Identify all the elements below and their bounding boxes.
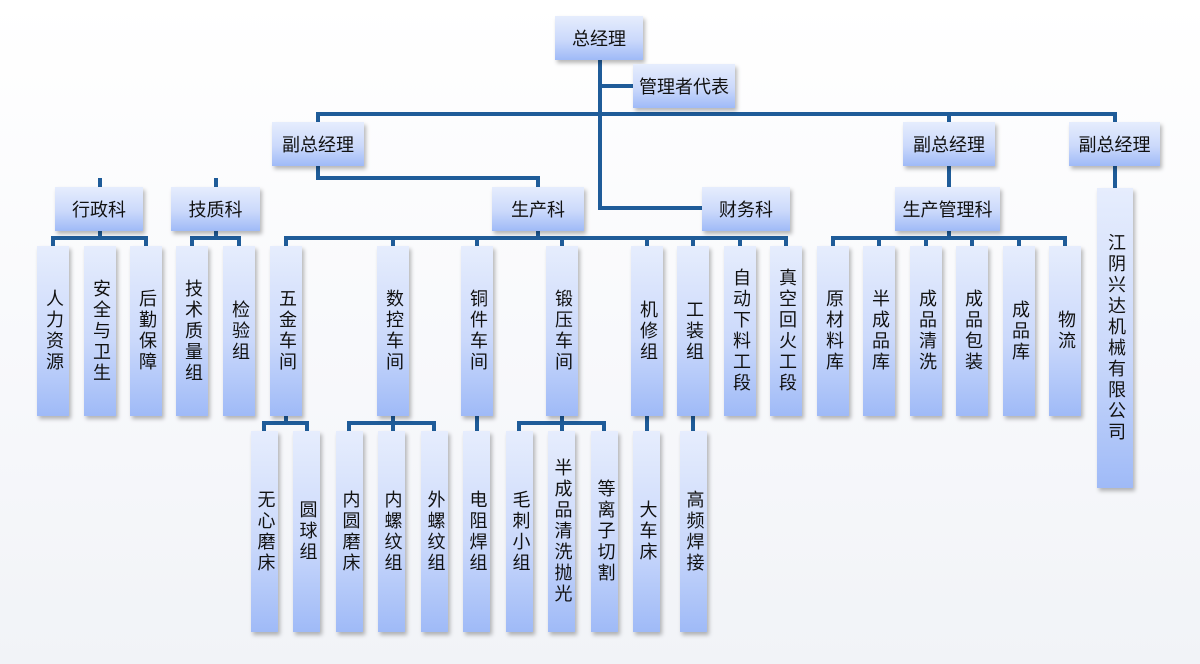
node-label: 生产管理科 (902, 200, 993, 221)
node-label: 财务科 (719, 200, 773, 221)
node-label: 内圆磨床 (339, 489, 361, 574)
node-unit: 技术质量组 (176, 246, 208, 416)
node-group: 内螺纹组 (378, 431, 405, 632)
node-label: 后勤保障 (136, 289, 157, 373)
node-unit: 成品库 (1003, 246, 1035, 416)
node-unit: 安全与卫生 (84, 246, 116, 416)
node-label: 人力资源 (43, 289, 64, 373)
node-label: 成品清洗 (916, 289, 937, 373)
node-group: 等离子切割 (591, 431, 618, 632)
node-label: 自动下料工段 (730, 268, 751, 394)
node-unit: 检验组 (223, 246, 255, 416)
node-label: 工装组 (683, 299, 704, 363)
node-unit: 机修组 (631, 246, 663, 416)
node-label: 安全与卫生 (90, 278, 111, 384)
node-label: 毛刺小组 (509, 489, 531, 574)
node-unit: 成品清洗 (910, 246, 942, 416)
node-label: 高频焊接 (683, 489, 705, 574)
node-label: 成品包装 (962, 289, 983, 373)
node-vp-right: 副总经理 (1069, 122, 1160, 166)
node-label: 五金车间 (276, 289, 297, 373)
node-label: 无心磨床 (254, 489, 276, 574)
node-group: 电阻焊组 (463, 431, 490, 632)
node-label: 技术质量组 (182, 278, 203, 384)
node-group: 半成品清洗抛光 (548, 431, 575, 632)
node-label: 电阻焊组 (466, 489, 488, 574)
node-group: 大车床 (633, 431, 660, 632)
node-vp-middle: 副总经理 (903, 122, 995, 166)
node-production-mgmt-dept: 生产管理科 (895, 187, 1000, 231)
node-label: 副总经理 (282, 135, 354, 156)
node-label: 管理者代表 (639, 77, 729, 98)
node-label: 行政科 (72, 200, 126, 221)
node-label: 等离子切割 (594, 479, 616, 584)
node-label: 总经理 (572, 29, 626, 50)
node-group: 圆球组 (293, 431, 320, 632)
node-label: 内螺纹组 (381, 489, 403, 574)
node-label: 半成品清洗抛光 (551, 458, 573, 605)
node-label: 技质科 (188, 200, 243, 221)
node-label: 铜件车间 (467, 289, 488, 373)
node-finance-dept: 财务科 (702, 187, 790, 231)
node-general-manager: 总经理 (555, 16, 643, 60)
node-label: 原材料库 (823, 289, 844, 373)
node-unit: 工装组 (677, 246, 709, 416)
node-label: 圆球组 (296, 500, 318, 563)
node-management-rep: 管理者代表 (633, 64, 735, 108)
node-company: 江阴兴达机械有限公司 (1097, 188, 1133, 488)
node-vp-left: 副总经理 (272, 122, 364, 166)
node-production-dept: 生产科 (492, 187, 584, 231)
node-label: 成品库 (1009, 299, 1030, 363)
node-unit: 自动下料工段 (724, 246, 756, 416)
node-label: 副总经理 (1078, 135, 1151, 156)
node-label: 数控车间 (383, 289, 404, 373)
node-unit: 后勤保障 (130, 246, 162, 416)
node-label: 锻压车间 (552, 289, 573, 373)
node-label: 江阴兴达机械有限公司 (1105, 233, 1126, 443)
node-unit: 成品包装 (956, 246, 988, 416)
node-unit: 半成品库 (863, 246, 895, 416)
node-label: 外螺纹组 (424, 489, 446, 574)
node-unit: 人力资源 (37, 246, 69, 416)
node-tech-dept: 技质科 (171, 187, 260, 231)
node-label: 半成品库 (869, 289, 890, 373)
node-label: 生产科 (511, 200, 565, 221)
node-group: 外螺纹组 (421, 431, 448, 632)
node-unit: 数控车间 (377, 246, 409, 416)
node-label: 真空回火工段 (776, 268, 797, 394)
node-unit: 原材料库 (817, 246, 849, 416)
node-group: 高频焊接 (680, 431, 707, 632)
node-unit: 真空回火工段 (770, 246, 802, 416)
node-label: 大车床 (636, 500, 658, 563)
node-unit: 物流 (1049, 246, 1081, 416)
node-group: 无心磨床 (251, 431, 278, 632)
node-unit: 铜件车间 (461, 246, 493, 416)
node-admin-dept: 行政科 (55, 187, 143, 231)
node-group: 毛刺小组 (506, 431, 533, 632)
node-group: 内圆磨床 (336, 431, 363, 632)
node-unit: 锻压车间 (546, 246, 578, 416)
node-label: 机修组 (637, 299, 658, 363)
node-unit: 五金车间 (270, 246, 302, 416)
node-label: 物流 (1055, 310, 1076, 352)
node-label: 检验组 (229, 299, 250, 363)
node-label: 副总经理 (913, 135, 985, 156)
